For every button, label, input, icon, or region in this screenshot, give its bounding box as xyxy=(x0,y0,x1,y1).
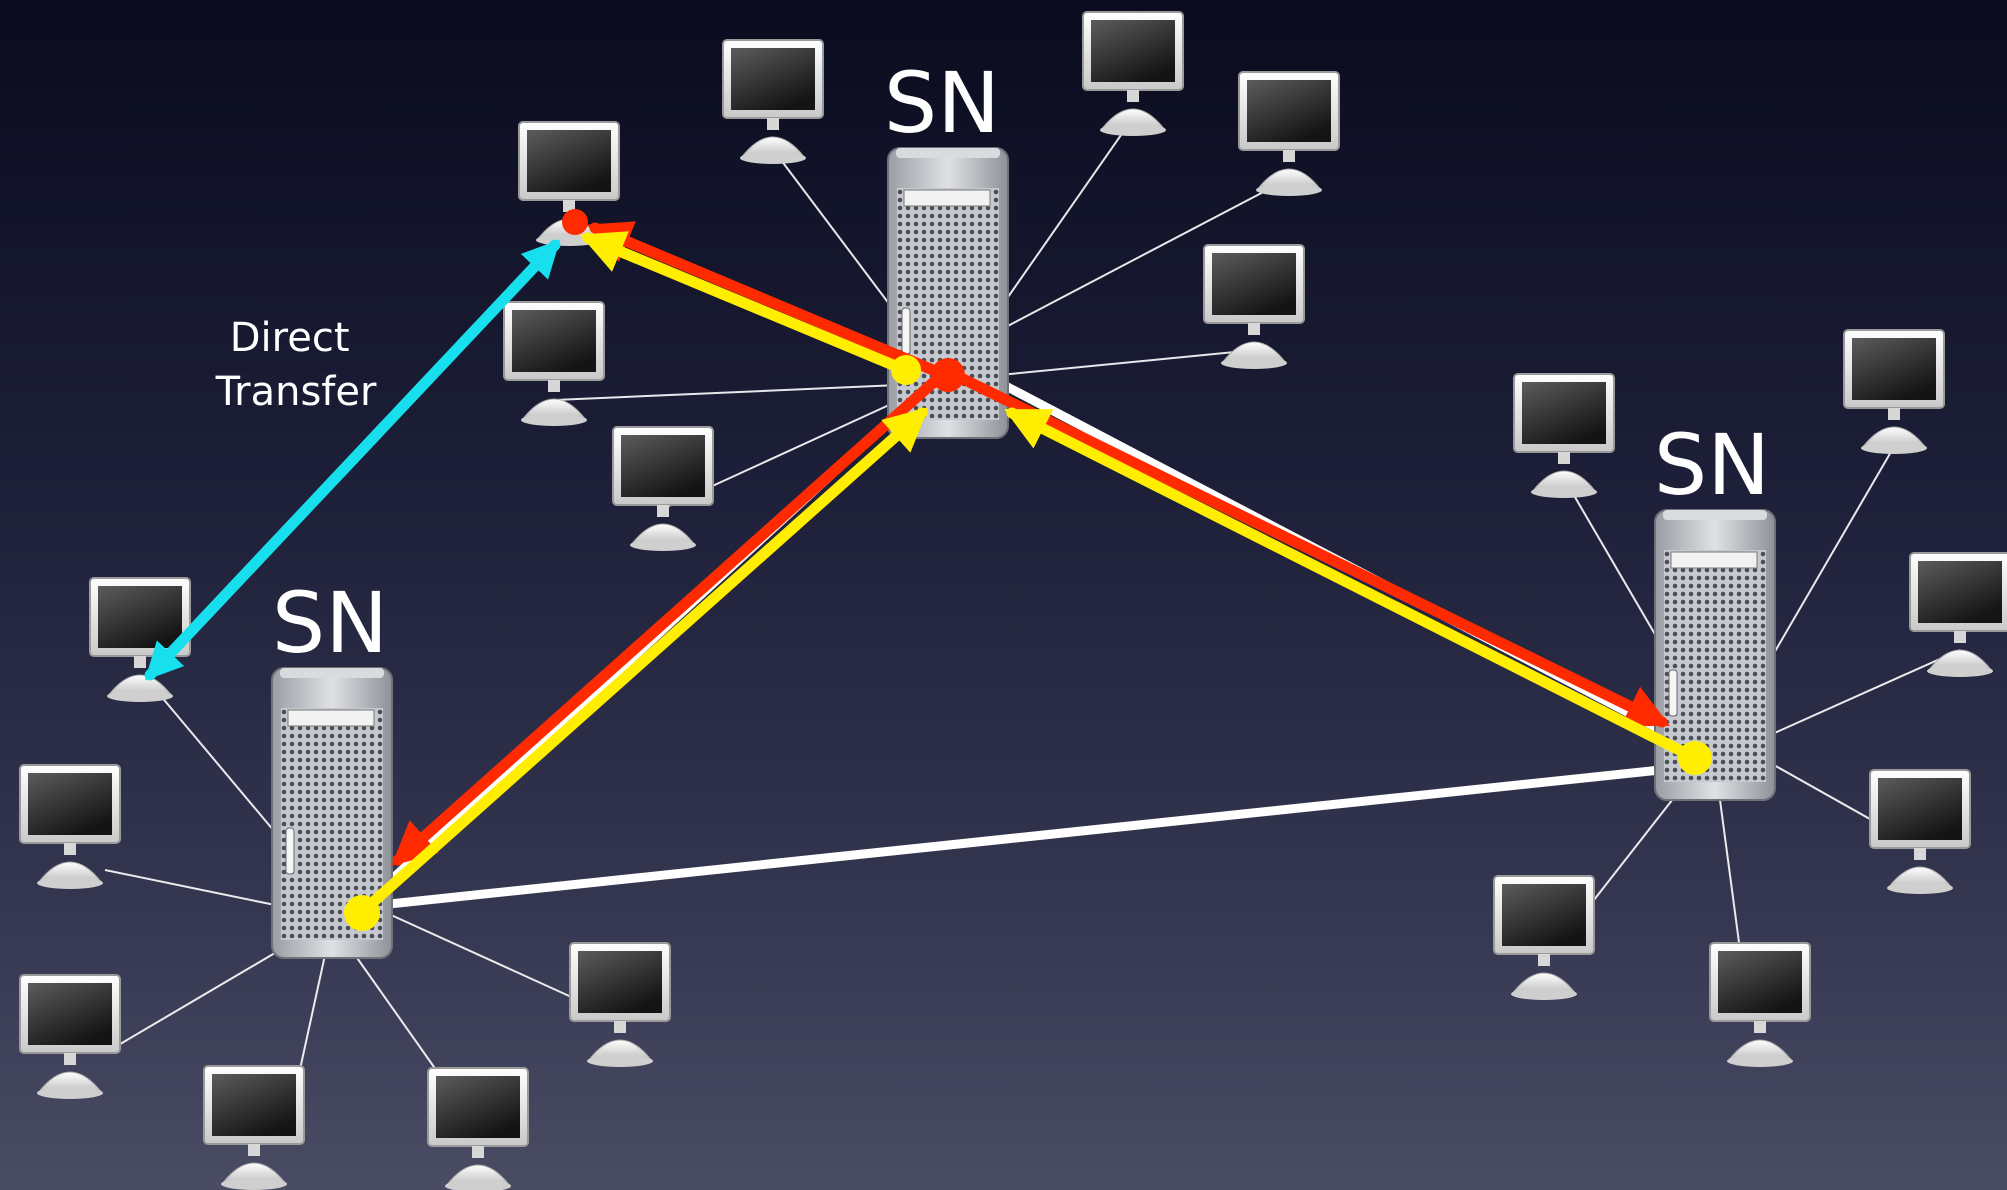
peer-computer xyxy=(612,426,714,551)
supernode-label-left: SN xyxy=(272,574,388,672)
response-marker-top xyxy=(891,355,921,385)
direct-transfer-label-line-1: Direct xyxy=(230,315,350,361)
peer-computer xyxy=(1869,769,1971,894)
peer-computer xyxy=(1513,373,1615,498)
response-marker-left xyxy=(344,895,380,931)
peer-computer xyxy=(1709,942,1811,1067)
supernode-right xyxy=(1654,509,1776,801)
peer-computer xyxy=(1843,329,1945,454)
query-origin-marker xyxy=(931,358,965,392)
direct-transfer-label: Direct Transfer xyxy=(215,315,377,415)
peer-computer xyxy=(1909,552,2007,677)
peer-computer xyxy=(1493,875,1595,1000)
direct-transfer-arrow xyxy=(144,239,561,681)
peer-computer xyxy=(19,764,121,889)
supernode-left xyxy=(271,667,393,959)
response-marker-right xyxy=(1678,741,1712,775)
peer-computer xyxy=(503,301,605,426)
direct-transfer-label-line-2: Transfer xyxy=(215,369,377,415)
query-path xyxy=(391,221,1670,866)
supernode-label-top: SN xyxy=(884,54,1000,152)
peer-computer xyxy=(427,1067,529,1190)
response-path xyxy=(356,231,1701,918)
peer-computer xyxy=(1238,71,1340,196)
peer-computer xyxy=(19,974,121,1099)
peer-computer-source xyxy=(89,577,191,702)
peer-computer xyxy=(1203,244,1305,369)
peer-computer xyxy=(203,1065,305,1190)
peer-computer xyxy=(1082,11,1184,136)
peer-computer xyxy=(722,39,824,164)
query-arrival-marker xyxy=(562,209,588,235)
peer-computer xyxy=(569,942,671,1067)
supernode-label-right: SN xyxy=(1654,416,1770,514)
